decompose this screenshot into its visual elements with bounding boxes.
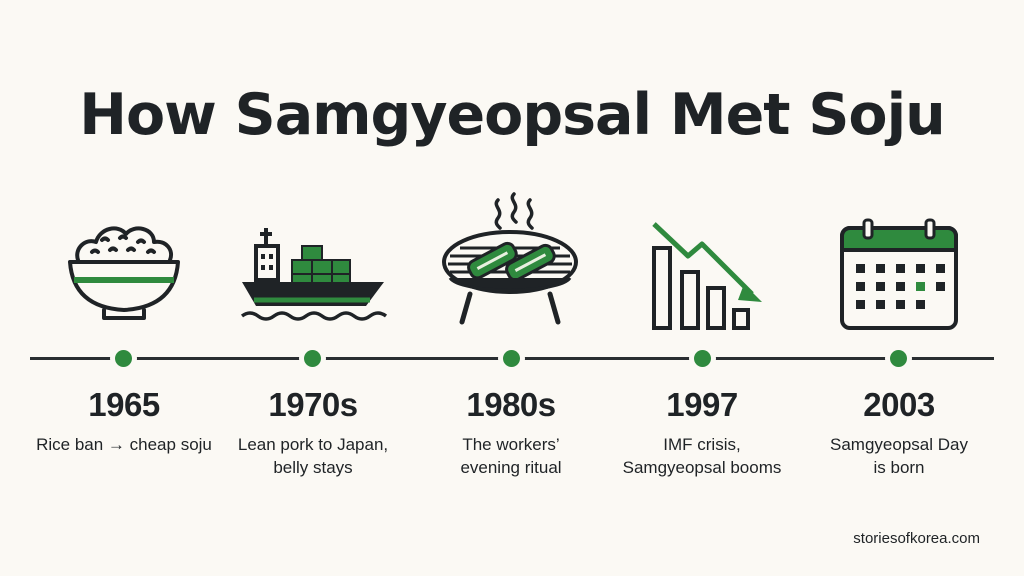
event-description: Samgyeopsal Day is born	[830, 435, 968, 477]
declining-chart-icon	[652, 222, 762, 330]
timeline-dot-1970s	[304, 350, 321, 367]
grill-icon	[442, 192, 578, 325]
timeline-event: 1965 Rice ban → cheap soju	[9, 385, 239, 456]
event-description: Rice ban → cheap soju	[36, 435, 212, 454]
timeline-event: 1980s The workers’ evening ritual	[396, 385, 626, 479]
timeline-dot-1997	[694, 350, 711, 367]
event-description: Lean pork to Japan, belly stays	[237, 435, 389, 477]
event-year: 2003	[863, 386, 935, 423]
timeline-dot-2003	[890, 350, 907, 367]
event-year: 1965	[88, 386, 160, 423]
event-year: 1980s	[466, 386, 556, 423]
event-year: 1997	[666, 386, 738, 423]
event-year: 1970s	[268, 386, 358, 423]
event-description: The workers’ evening ritual	[460, 435, 562, 477]
event-description: IMF crisis, Samgyeopsal booms	[622, 435, 782, 477]
rice-bowl-icon	[68, 226, 180, 320]
calendar-icon	[840, 218, 958, 330]
cargo-ship-icon	[240, 228, 388, 321]
page-title: How Samgyeopsal Met Soju	[79, 82, 945, 148]
timeline-dot-1980s	[503, 350, 520, 367]
timeline-event: 1970s Lean pork to Japan, belly stays	[198, 385, 428, 479]
timeline-dot-1965	[115, 350, 132, 367]
timeline-event: 1997 IMF crisis, Samgyeopsal booms	[587, 385, 817, 479]
source-credit: storiesofkorea.com	[853, 530, 980, 547]
timeline-event: 2003 Samgyeopsal Day is born	[784, 385, 1014, 479]
